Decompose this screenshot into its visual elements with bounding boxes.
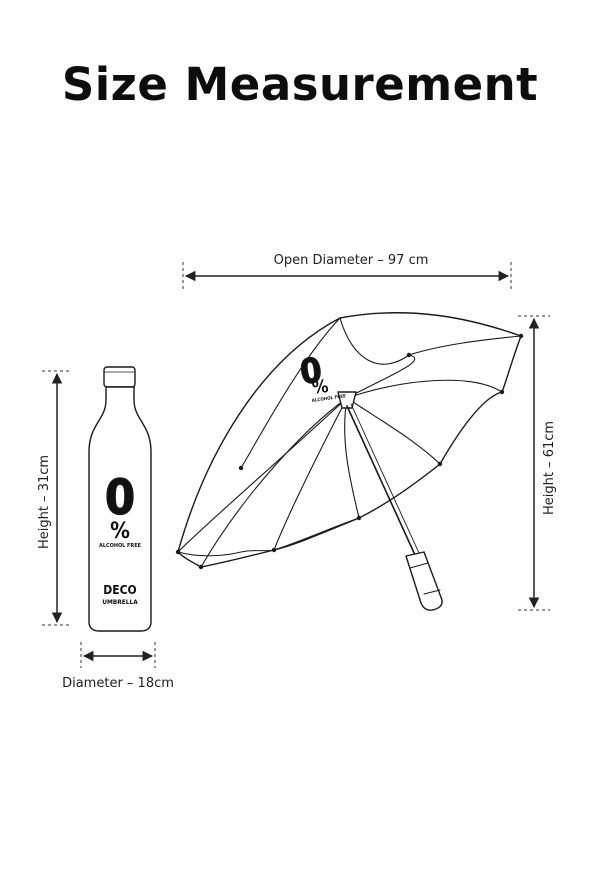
page-title: Size Measurement bbox=[61, 58, 539, 111]
bottle-brand-line2: UMBRELLA bbox=[102, 598, 138, 606]
bottle-cap bbox=[103, 366, 136, 388]
umbrella-open: 0 % ALCOHOL FREE bbox=[175, 312, 524, 611]
bottle-height-label: Height – 31cm bbox=[37, 455, 52, 549]
bottle-zero-mark: 0 bbox=[105, 470, 135, 526]
canopy-seam bbox=[240, 317, 341, 469]
bottle-case: 0 % ALCOHOL FREE DECO UMBRELLA bbox=[88, 366, 152, 632]
umbrella-shaft bbox=[346, 405, 416, 556]
canopy-percent-mark: % bbox=[311, 376, 330, 399]
umbrella-rib bbox=[200, 397, 348, 568]
umbrella-height-dimension: Height – 61cm bbox=[518, 315, 557, 611]
bottle-diameter-dimension: Diameter – 18cm bbox=[62, 642, 174, 691]
umbrella-handle bbox=[405, 551, 443, 611]
open-diameter-dimension: Open Diameter – 97 cm bbox=[182, 253, 512, 292]
bottle-body bbox=[88, 386, 152, 632]
bottle-brand-line1: DECO bbox=[103, 583, 136, 597]
umbrella-height-label: Height – 61cm bbox=[542, 421, 557, 515]
bottle-subtext: ALCOHOL FREE bbox=[99, 543, 142, 549]
canopy-subtext: ALCOHOL FREE bbox=[311, 393, 346, 404]
bottle-diameter-label: Diameter – 18cm bbox=[62, 676, 174, 691]
bottle-height-dimension: Height – 31cm bbox=[37, 370, 72, 626]
umbrella-canopy bbox=[177, 312, 522, 568]
open-diameter-label: Open Diameter – 97 cm bbox=[274, 253, 429, 268]
umbrella-hub bbox=[337, 391, 357, 409]
bottle-percent-mark: % bbox=[110, 519, 130, 544]
